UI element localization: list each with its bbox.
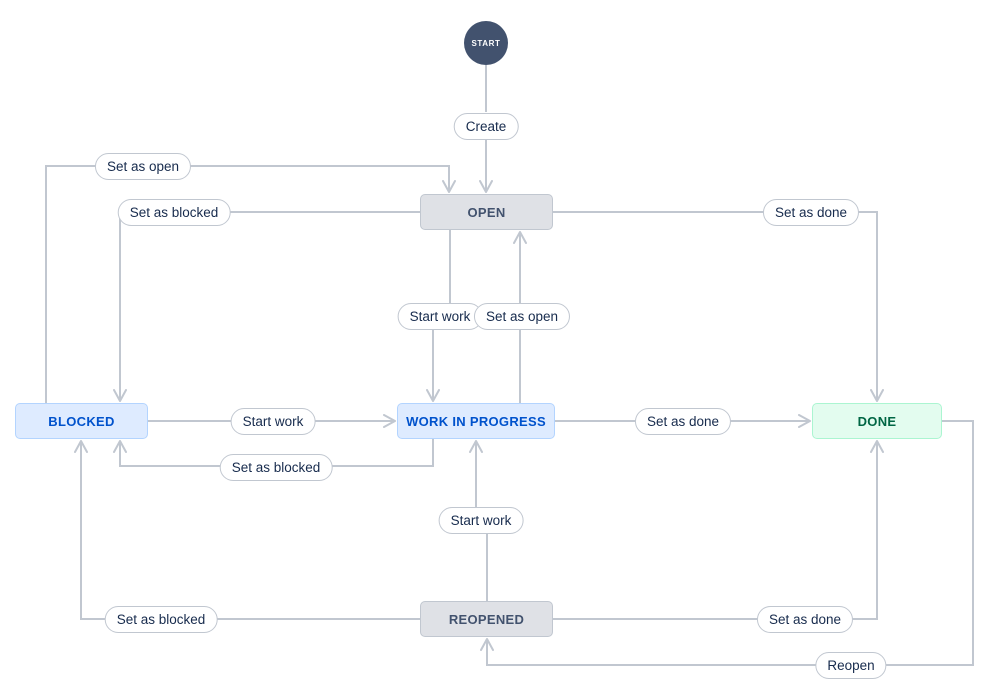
connector-reopened-to-done <box>553 440 884 620</box>
status-node-work-in-progress[interactable]: WORK IN PROGRESS <box>397 403 555 439</box>
connector-done-to-reopened <box>480 420 974 666</box>
transition-label-start-work-open-to-wip[interactable]: Start work <box>397 303 483 330</box>
connector-open-to-done <box>553 211 884 402</box>
transition-label-set-as-done-reopened-to-done[interactable]: Set as done <box>756 606 854 633</box>
transition-label-set-as-open-wip-to-open[interactable]: Set as open <box>473 303 571 330</box>
transition-label-set-as-blocked-reopened-to-blocked[interactable]: Set as blocked <box>104 606 218 633</box>
status-node-open[interactable]: OPEN <box>420 194 553 230</box>
transition-label-reopen-done-to-reopened[interactable]: Reopen <box>815 652 887 679</box>
transition-label-create[interactable]: Create <box>453 113 519 140</box>
status-node-reopened[interactable]: REOPENED <box>420 601 553 637</box>
start-node[interactable]: START <box>464 21 508 65</box>
connector-reopened-to-blocked <box>74 440 420 620</box>
transition-label-set-as-open-blocked-to-open[interactable]: Set as open <box>94 153 192 180</box>
transition-label-set-as-blocked-open-to-blocked[interactable]: Set as blocked <box>117 199 231 226</box>
status-node-done[interactable]: DONE <box>812 403 942 439</box>
transition-label-set-as-done-wip-to-done[interactable]: Set as done <box>634 408 732 435</box>
transition-label-set-as-blocked-wip-to-blocked[interactable]: Set as blocked <box>219 454 333 481</box>
transition-label-start-work-reopened-to-wip[interactable]: Start work <box>438 507 524 534</box>
connector-open-to-blocked <box>113 211 420 402</box>
transition-label-set-as-done-open-to-done[interactable]: Set as done <box>762 199 860 226</box>
status-node-blocked[interactable]: BLOCKED <box>15 403 148 439</box>
connector-blocked-to-open <box>45 165 456 403</box>
transition-label-start-work-blocked-to-wip[interactable]: Start work <box>230 408 316 435</box>
